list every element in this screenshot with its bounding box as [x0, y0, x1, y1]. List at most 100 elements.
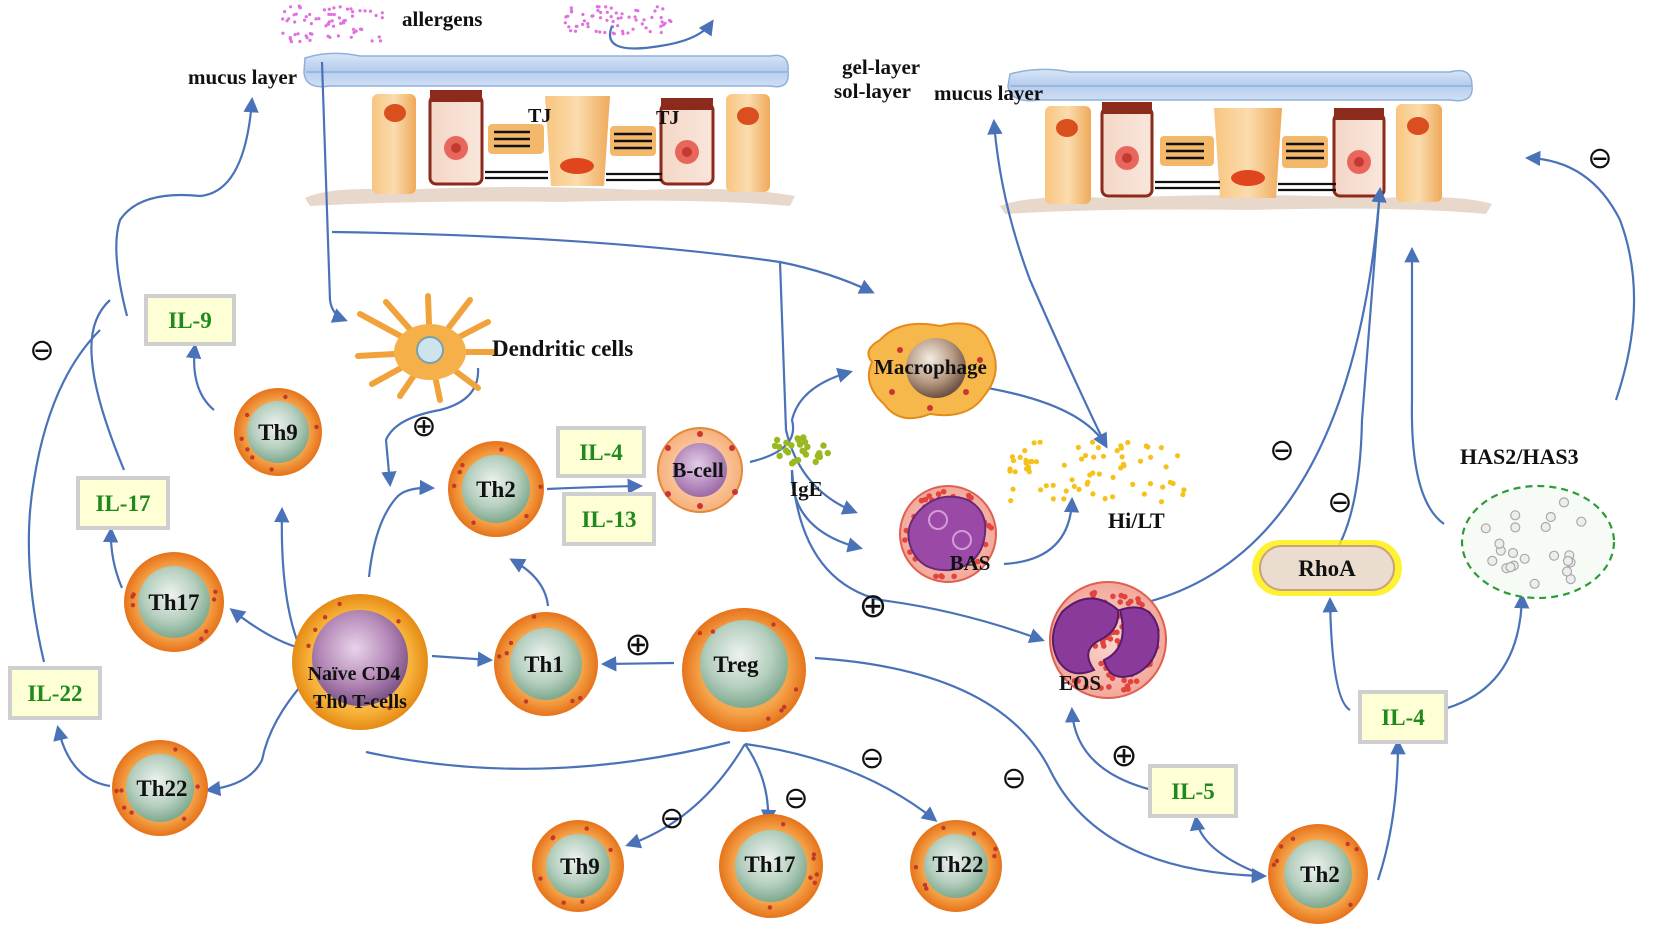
particle [659, 16, 663, 20]
particle [660, 20, 664, 24]
inhibition-minus-icon: ⊖ [29, 333, 54, 368]
particle [575, 24, 579, 28]
particle [569, 6, 573, 10]
particle [1017, 454, 1023, 460]
particle [1158, 499, 1165, 505]
particle [288, 37, 292, 41]
particle [1063, 488, 1069, 494]
th22-label: Th22 [932, 852, 983, 877]
particle [1084, 481, 1090, 487]
cell-granule [204, 629, 209, 634]
il4-label: IL-4 [1381, 705, 1425, 730]
particle [1130, 481, 1136, 487]
dendritic-cells-label: Dendritic cells [492, 336, 633, 361]
particle [782, 447, 790, 454]
cell-granule [941, 825, 946, 831]
particle [1170, 480, 1176, 487]
hyaluronan-particle [1576, 516, 1587, 527]
rhoa-complex [1252, 540, 1402, 596]
particle [338, 5, 342, 9]
cell-granule [452, 483, 457, 488]
goblet-cell [428, 90, 484, 186]
particle [1010, 458, 1017, 464]
cell-granule [322, 615, 328, 620]
cell-granule [181, 816, 187, 821]
particle [370, 39, 374, 43]
particle [304, 15, 308, 19]
particle [336, 34, 340, 38]
particle [640, 22, 644, 26]
particle [935, 491, 942, 497]
epithelial-cell [1214, 108, 1282, 198]
cell-granule [523, 699, 529, 704]
particle [1071, 483, 1077, 489]
particle [354, 29, 358, 33]
particle [581, 22, 585, 26]
particle [350, 14, 355, 18]
particle [1125, 439, 1131, 446]
particle [816, 450, 823, 457]
particle [1087, 472, 1093, 478]
particle [349, 35, 353, 39]
particle [1106, 684, 1112, 690]
cell-granule [781, 822, 786, 827]
cell-granule [793, 687, 799, 692]
particle [1109, 675, 1116, 682]
particle [1083, 684, 1089, 690]
particle [296, 32, 300, 36]
particle [802, 451, 810, 458]
cell-granule [924, 886, 929, 891]
particle [609, 15, 613, 19]
particle [631, 27, 635, 31]
particle [773, 436, 781, 444]
particle [619, 16, 623, 20]
particle [648, 30, 652, 34]
hyaluronan-particle [1548, 550, 1560, 561]
tight-junction [610, 126, 656, 156]
il5-label: IL-5 [1171, 779, 1214, 804]
cell-granule [782, 704, 787, 710]
particle [655, 5, 659, 9]
il9-box: IL-9 [144, 294, 236, 346]
hyaluronan-particle [1505, 561, 1516, 573]
particle [1023, 466, 1030, 472]
cell-granule [314, 424, 319, 430]
particle [358, 9, 362, 13]
inhibition-minus-icon: ⊖ [783, 781, 808, 816]
particle [317, 17, 321, 21]
activation-plus-icon: ⊕ [411, 409, 436, 444]
th22-label: Th22 [136, 776, 187, 801]
particle [1163, 464, 1169, 470]
il5-box: IL-5 [1148, 764, 1238, 818]
tj-label: TJ [656, 107, 679, 129]
particle [1136, 599, 1142, 606]
mucus-layer-label: mucus layer [188, 65, 297, 89]
particle [1031, 440, 1037, 446]
particle [304, 34, 308, 38]
particle [1008, 498, 1014, 504]
t-cells [112, 388, 1368, 924]
hyaluronan-particle [1540, 521, 1551, 533]
particle [1038, 487, 1044, 493]
cell-granule [306, 643, 311, 648]
particle [599, 10, 603, 15]
particle [604, 5, 608, 9]
particle [289, 5, 293, 9]
particle [783, 439, 790, 446]
particle [611, 19, 615, 24]
particle [1145, 444, 1151, 450]
particle [358, 27, 363, 31]
particle [788, 460, 796, 467]
basophil [899, 485, 997, 583]
particle [573, 29, 578, 33]
hyaluronan-particle [1519, 553, 1530, 564]
particle [283, 10, 287, 14]
particle [1071, 678, 1078, 684]
th2-label: Th2 [476, 477, 516, 502]
particle [644, 26, 648, 30]
il4-box: IL-4 [1358, 690, 1448, 744]
cell-granule [550, 836, 555, 841]
particle [1050, 496, 1056, 502]
cell-granule [710, 629, 716, 634]
sol-layer-label: sol-layer [834, 79, 911, 103]
